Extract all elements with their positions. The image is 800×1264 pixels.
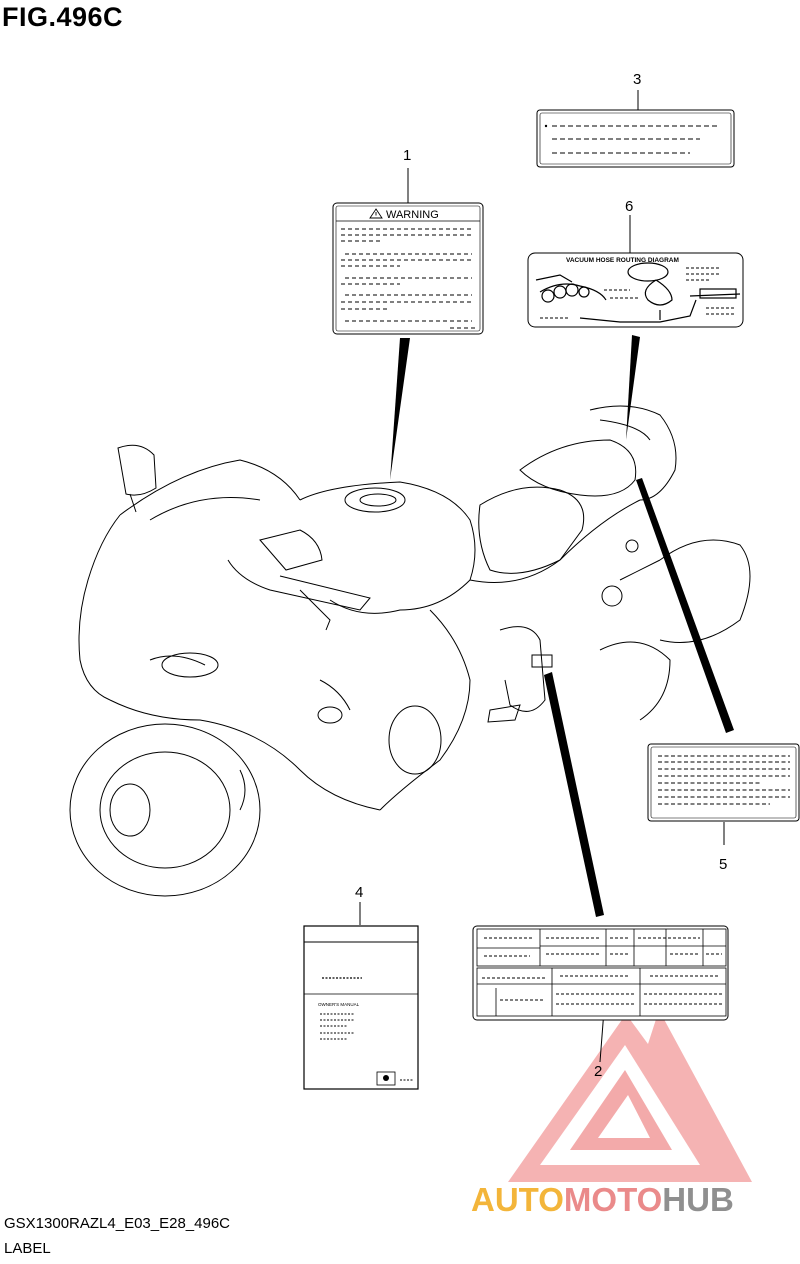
watermark-auto: AUTO bbox=[471, 1181, 564, 1218]
group-name: LABEL bbox=[4, 1240, 51, 1257]
automotohub-watermark-text: AUTOMOTOHUB bbox=[471, 1181, 734, 1218]
model-code: GSX1300RAZL4_E03_E28_496C bbox=[4, 1215, 230, 1232]
callout-5: 5 bbox=[719, 856, 728, 873]
callout-4: 4 bbox=[355, 884, 364, 901]
warning-label: WARNING bbox=[332, 202, 484, 335]
watermark-hub: HUB bbox=[662, 1181, 734, 1218]
owners-manual-cover-text: OWNER'S MANUAL bbox=[318, 1002, 360, 1007]
automotohub-logo bbox=[508, 1010, 752, 1182]
callout-3: 3 bbox=[633, 71, 642, 88]
leader-lines bbox=[359, 90, 734, 1063]
callout-2: 2 bbox=[594, 1063, 603, 1080]
info-label-3 bbox=[536, 109, 735, 168]
warning-triangle-icon bbox=[369, 208, 383, 219]
motorcycle-outline bbox=[69, 405, 751, 897]
vacuum-diagram-title: VACUUM HOSE ROUTING DIAGRAM bbox=[566, 257, 679, 264]
callout-6: 6 bbox=[625, 198, 634, 215]
vacuum-hose-diagram-label: VACUUM HOSE ROUTING DIAGRAM bbox=[527, 252, 744, 328]
owners-manual: OWNER'S MANUAL bbox=[303, 925, 419, 1090]
info-label-5 bbox=[647, 743, 800, 822]
spec-table-label bbox=[472, 925, 729, 1021]
watermark-moto: MOTO bbox=[564, 1181, 662, 1218]
figure-title: FIG.496C bbox=[2, 2, 124, 32]
callout-1: 1 bbox=[403, 147, 412, 164]
warning-label-text: WARNING bbox=[386, 209, 439, 221]
svg-text:AUTOMOTOHUB: AUTOMOTOHUB bbox=[471, 1181, 734, 1218]
